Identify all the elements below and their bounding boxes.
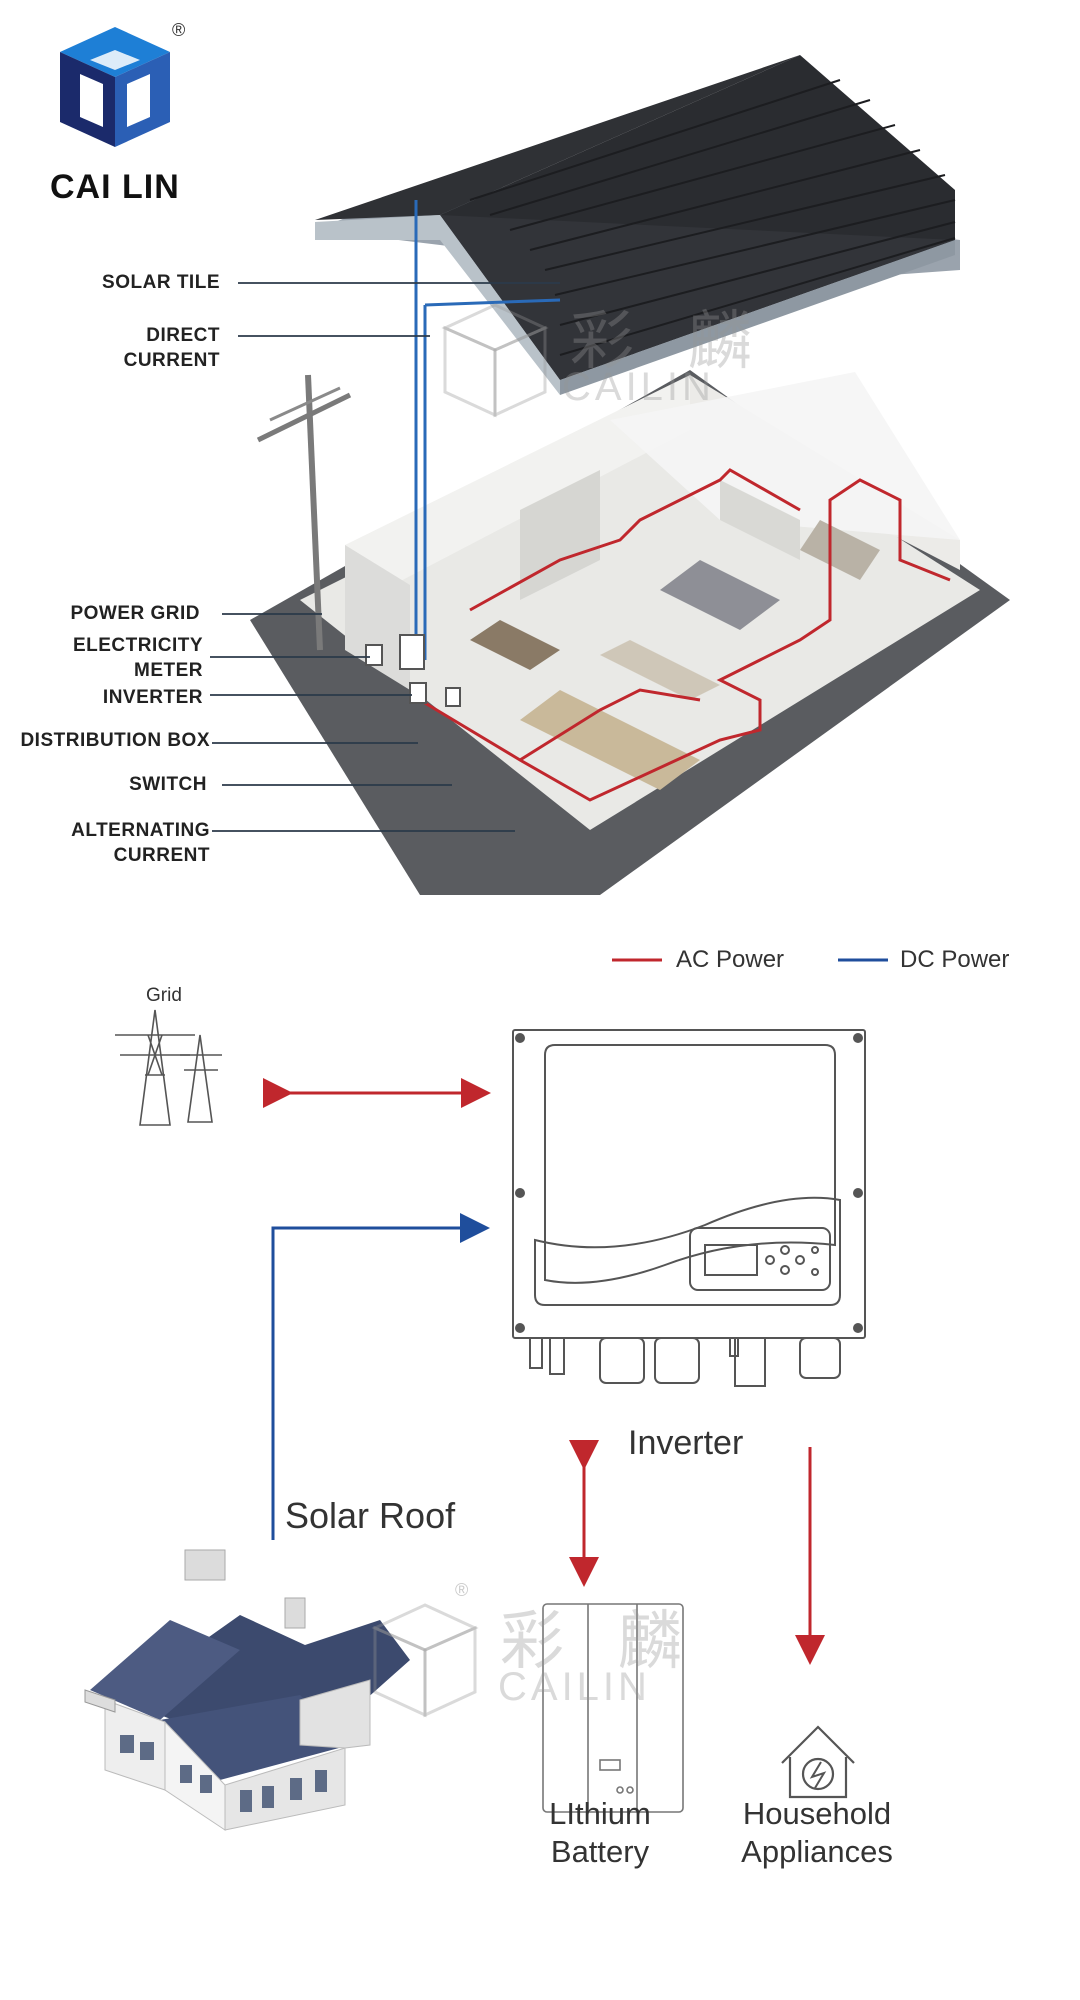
room-furniture-cabinet xyxy=(800,520,880,580)
ac-wiring-2 xyxy=(469,468,801,612)
watermark-cn-bottom: 彩 麟 xyxy=(500,1605,700,1677)
distribution-box xyxy=(409,682,427,704)
room-partition-2 xyxy=(720,480,800,560)
roof-edge-2 xyxy=(560,240,955,395)
leader-lines xyxy=(210,282,560,832)
legend-dc-power: DC Power xyxy=(900,946,1010,973)
watermark-registered-mark: ® xyxy=(455,1580,469,1600)
label-power-grid: POWER GRID xyxy=(70,603,200,624)
label-switch: SWITCH xyxy=(129,774,207,795)
watermark-en-bottom: CAILIN xyxy=(498,1665,651,1709)
pole-crossarm xyxy=(256,392,352,443)
label-electricity-meter: ELECTRICITY METER xyxy=(72,635,203,681)
solar-roof-house-illustration xyxy=(84,1549,410,1831)
arrow-solar-inverter xyxy=(271,1213,490,1540)
watermark-logo-top-icon xyxy=(441,303,549,418)
house-cutaway-illustration xyxy=(210,55,1010,895)
battery-label: LIthium Battery xyxy=(549,1796,651,1869)
legend-ac-power: AC Power xyxy=(676,946,785,973)
label-distribution-box: DISTRIBUTION BOX xyxy=(20,730,210,751)
house-gable xyxy=(610,372,960,540)
watermark-cn-top: 彩 麟 xyxy=(570,305,770,377)
pole-crossarm-2 xyxy=(269,386,341,422)
room-furniture-table xyxy=(600,640,720,700)
room-partition-1 xyxy=(520,470,600,600)
room-furniture-bed xyxy=(660,560,780,630)
inverter-label: Inverter xyxy=(628,1424,744,1462)
cailin-logo-icon xyxy=(60,27,170,147)
room-furniture-desk xyxy=(470,620,560,670)
house-left-wall xyxy=(345,545,410,690)
solar-roof-label: Solar Roof xyxy=(285,1495,456,1536)
roof-left-face xyxy=(315,55,800,220)
watermark-en-top: CAILIN xyxy=(562,365,715,409)
household-appliances-icon xyxy=(781,1725,855,1799)
room-furniture-sofa xyxy=(520,690,700,790)
dc-wire-3 xyxy=(424,298,561,307)
label-inverter: INVERTER xyxy=(102,687,203,708)
inverter-unit-icon xyxy=(512,1029,866,1387)
flow-diagram xyxy=(84,958,888,1831)
roof-edge xyxy=(315,215,560,395)
label-solar-tile: SOLAR TILE xyxy=(102,272,220,293)
brand-name: CAI LIN xyxy=(50,168,180,206)
appliances-label: Household Appliances xyxy=(741,1796,893,1869)
utility-pole xyxy=(305,374,323,651)
grid-tower-icon xyxy=(115,1009,222,1126)
ac-wiring-3 xyxy=(519,688,701,762)
grid-label: Grid xyxy=(146,985,182,1006)
house-back-wall-left xyxy=(345,375,690,610)
inverter-box xyxy=(399,634,425,670)
watermark-logo-bottom-icon xyxy=(371,1603,479,1718)
label-direct-current: DIRECT CURRENT xyxy=(123,325,220,371)
inverter-screws xyxy=(515,1033,863,1333)
label-alternating-current: ALTERNATING CURRENT xyxy=(71,820,210,866)
registered-mark: ® xyxy=(172,20,186,40)
switch-box xyxy=(445,687,461,707)
ac-wiring xyxy=(419,478,951,802)
solar-tile-rows xyxy=(469,79,956,356)
lithium-battery-icon xyxy=(542,1603,684,1813)
meter-box xyxy=(365,644,383,666)
